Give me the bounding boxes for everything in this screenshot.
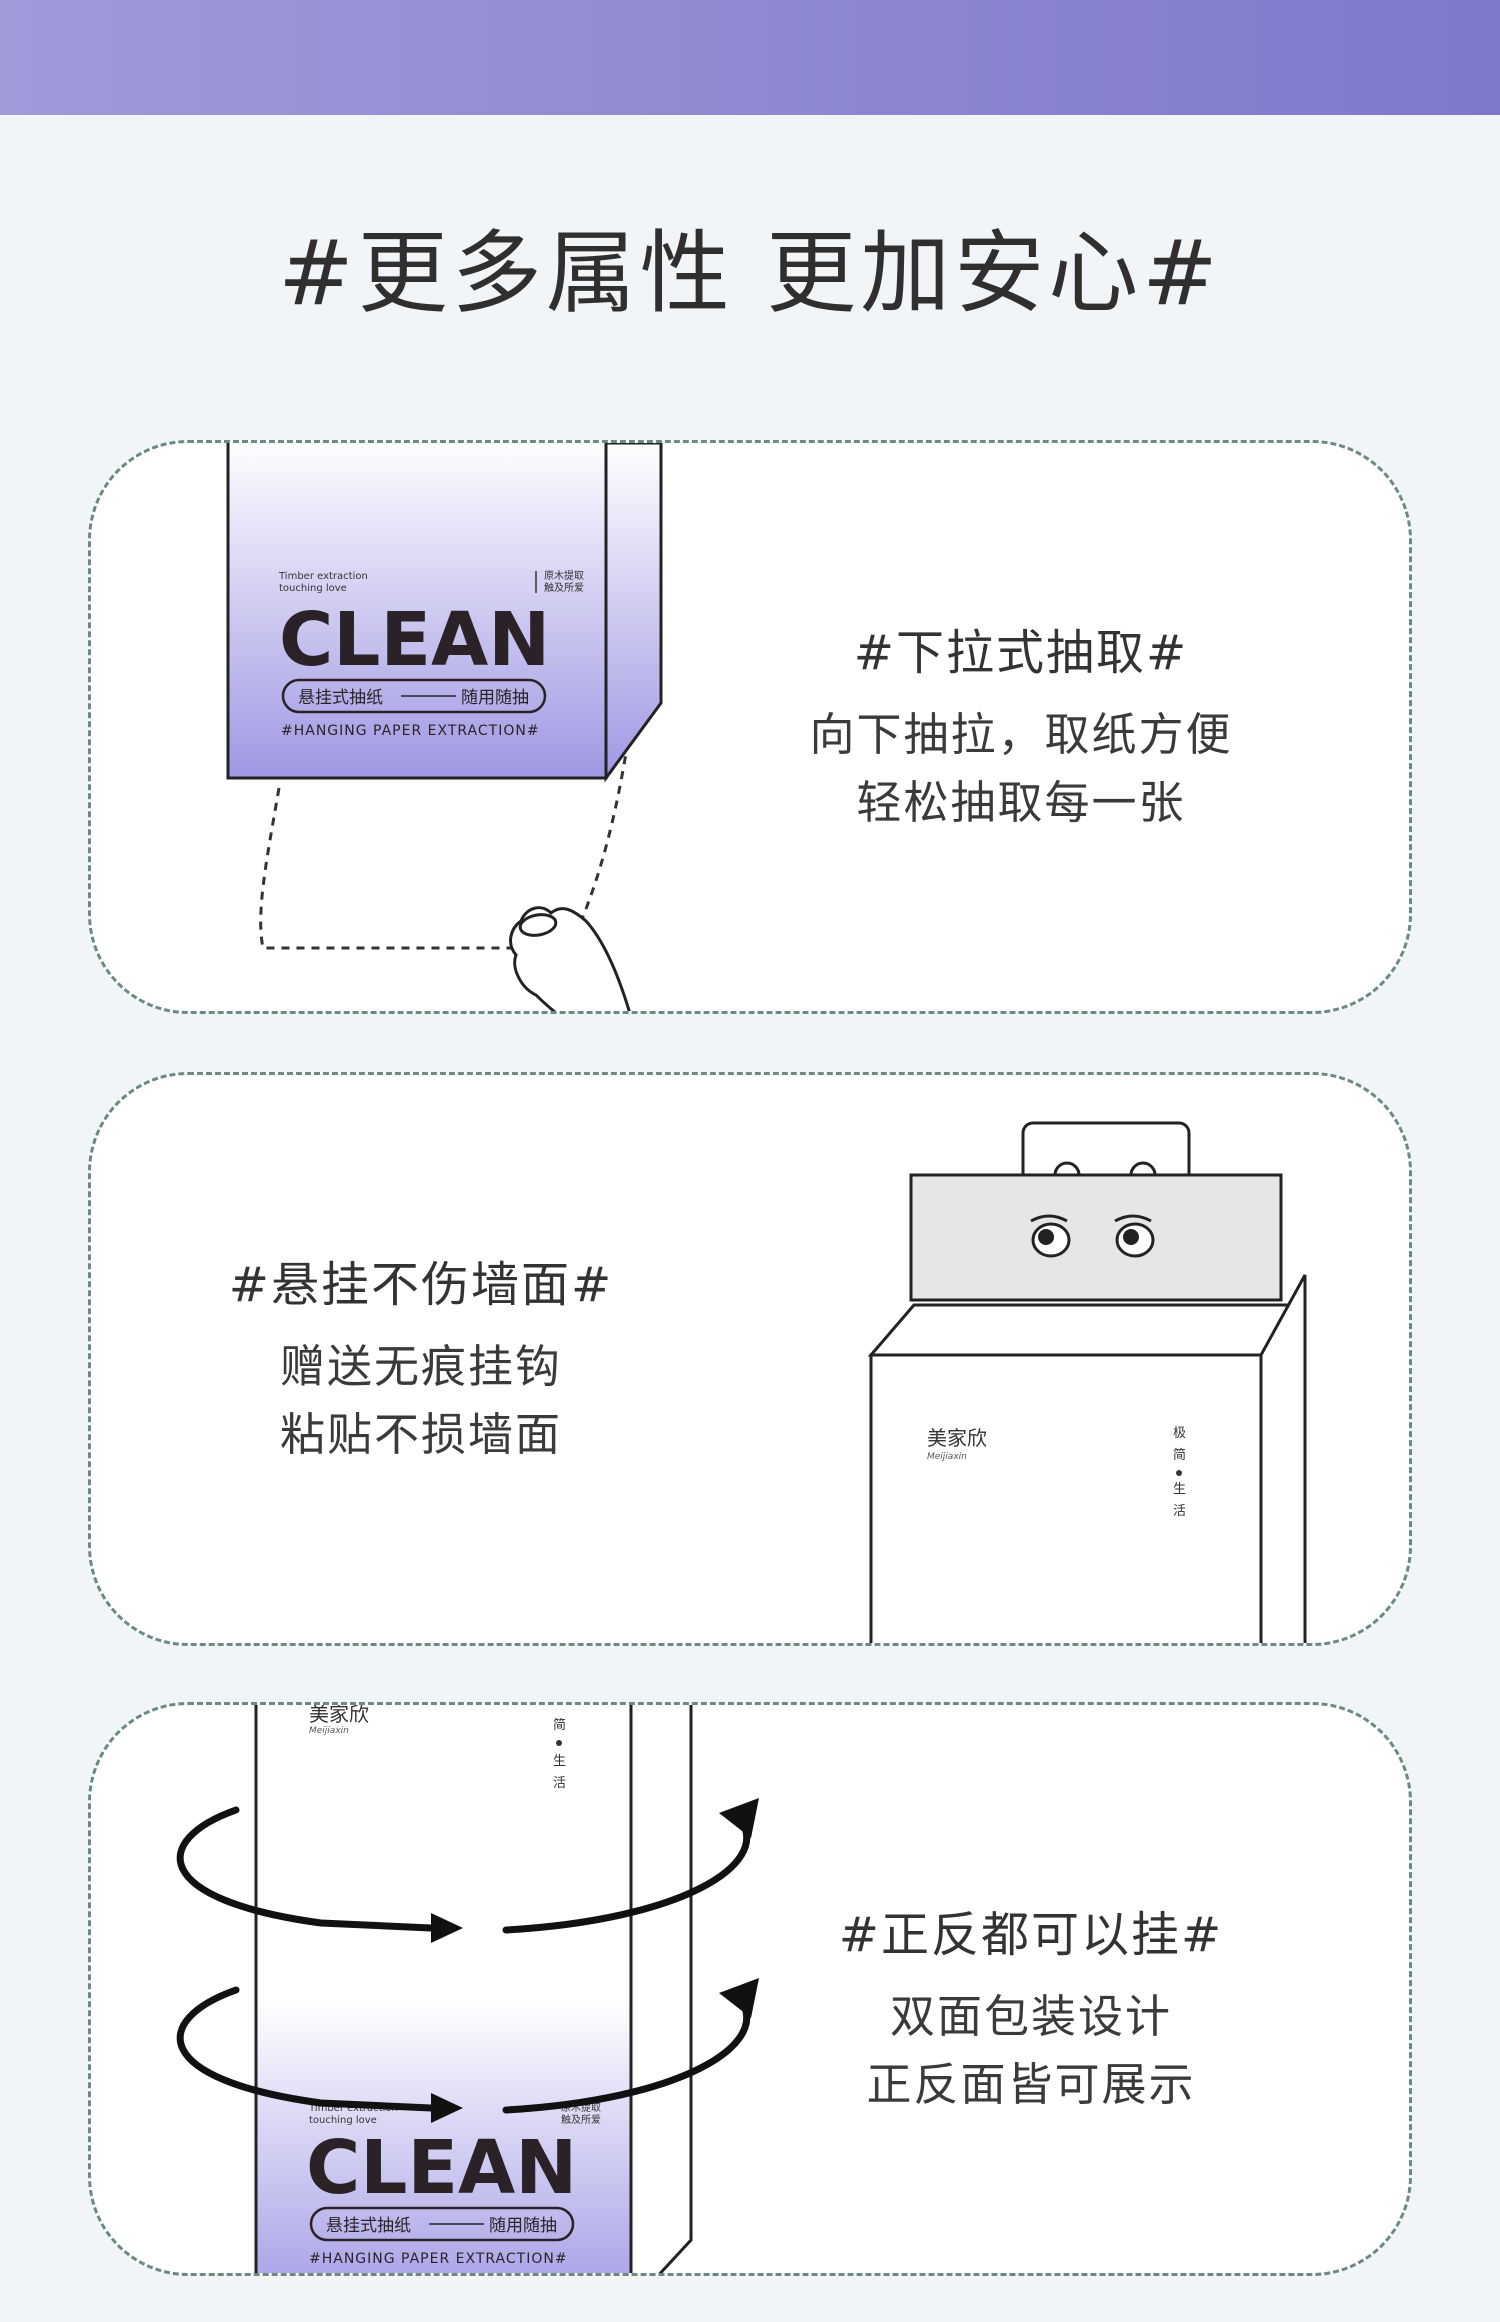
hook-illustration: 美家欣 Meijiaxin 极 简 生 活 xyxy=(867,1121,1307,1643)
svg-text:极: 极 xyxy=(553,1705,566,1707)
svg-text:随用随抽: 随用随抽 xyxy=(489,2216,557,2236)
feature-line: 双面包装设计 xyxy=(889,1990,1172,2043)
svg-text:生: 生 xyxy=(1173,1482,1186,1497)
feature-heading: #正反都可以挂# xyxy=(838,1907,1224,1963)
svg-text:悬挂式抽纸: 悬挂式抽纸 xyxy=(326,2216,411,2236)
brand-cn-2: 触及所爱 xyxy=(544,581,584,594)
svg-text:#HANGING PAPER EXTRACTION#: #HANGING PAPER EXTRACTION# xyxy=(309,2251,568,2267)
brand-en-2: touching love xyxy=(279,583,347,594)
box-side xyxy=(604,443,663,783)
tagline: #HANGING PAPER EXTRACTION# xyxy=(281,723,540,739)
pill-left: 悬挂式抽纸 xyxy=(298,688,383,708)
feature-text-reversible: #正反都可以挂# 双面包装设计 正反面皆可展示 xyxy=(761,1895,1301,2119)
feature-card-hang: #悬挂不伤墙面# 赠送无痕挂钩 粘贴不损墙面 美家欣 Meijiaxin 极 简… xyxy=(88,1072,1412,1646)
box-side xyxy=(629,1705,693,2273)
svg-text:简: 简 xyxy=(553,1717,566,1733)
feature-card-reversible: 美家欣 Meijiaxin 极 简 生 活 Timber extraction … xyxy=(88,1702,1412,2276)
svg-text:极: 极 xyxy=(1173,1426,1186,1441)
rotate-arrows xyxy=(176,1806,751,2114)
svg-text:生: 生 xyxy=(553,1754,566,1769)
svg-text:活: 活 xyxy=(1173,1504,1186,1519)
clean-word: CLEAN xyxy=(279,597,550,683)
brand-en-1: Timber extraction xyxy=(278,571,368,582)
hook-body xyxy=(909,1173,1283,1302)
svg-text:Meijiaxin: Meijiaxin xyxy=(309,1726,349,1736)
feature-line: 粘贴不损墙面 xyxy=(279,1408,562,1461)
feature-text-hang: #悬挂不伤墙面# 赠送无痕挂钩 粘贴不损墙面 xyxy=(151,1245,691,1469)
rotate-illustration: 美家欣 Meijiaxin 极 简 生 活 Timber extraction … xyxy=(176,1705,759,2273)
pill-right: 随用随抽 xyxy=(461,688,529,708)
feature-line: 轻松抽取每一张 xyxy=(856,776,1186,829)
svg-text:CLEAN: CLEAN xyxy=(306,2125,577,2211)
svg-text:touching love: touching love xyxy=(309,2115,377,2126)
box-front xyxy=(226,443,608,780)
feature-line: 向下抽拉，取纸方便 xyxy=(809,708,1233,761)
feature-line: 赠送无痕挂钩 xyxy=(279,1340,562,1393)
feature-heading: #下拉式抽取# xyxy=(853,625,1189,681)
box-front xyxy=(869,1353,1263,1643)
brand-cn-1: 原木提取 xyxy=(544,570,584,582)
top-banner xyxy=(0,0,1500,115)
logo-cn: 美家欣 xyxy=(927,1426,987,1450)
svg-text:简: 简 xyxy=(1173,1447,1186,1463)
svg-text:触及所爱: 触及所爱 xyxy=(561,2113,601,2126)
page-title: #更多属性 更加安心# xyxy=(278,221,1222,326)
feature-text-pull: #下拉式抽取# 向下抽拉，取纸方便 轻松抽取每一张 xyxy=(751,613,1291,837)
box-front xyxy=(254,1705,633,2273)
svg-text:美家欣: 美家欣 xyxy=(309,1705,369,1726)
svg-text:Timber extraction: Timber extraction xyxy=(308,2103,398,2114)
feature-heading: #悬挂不伤墙面# xyxy=(228,1257,614,1313)
pull-illustration: Timber extraction touching love 原木提取 触及所… xyxy=(226,443,663,1011)
svg-text:活: 活 xyxy=(553,1776,566,1791)
logo-script: Meijiaxin xyxy=(927,1452,967,1462)
feature-line: 正反面皆可展示 xyxy=(866,2058,1196,2111)
feature-card-pull: Timber extraction touching love 原木提取 触及所… xyxy=(88,440,1412,1014)
